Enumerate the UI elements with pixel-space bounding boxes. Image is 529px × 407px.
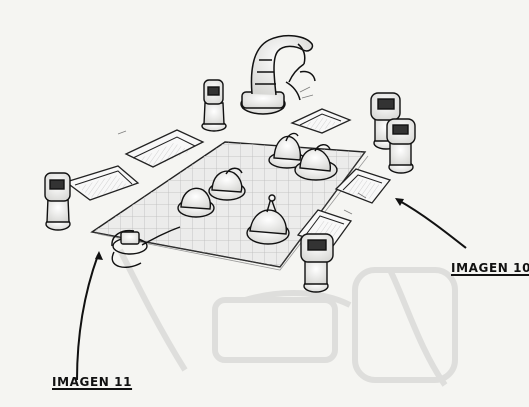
image-11-label: IMAGEN 11 [52, 375, 133, 389]
trap-holes [64, 108, 392, 247]
arch-structure [240, 34, 316, 115]
towers [44, 79, 416, 293]
creatures [111, 132, 338, 268]
pointer-arrows [76, 198, 467, 381]
image-10-label: IMAGEN 10 [451, 261, 529, 275]
